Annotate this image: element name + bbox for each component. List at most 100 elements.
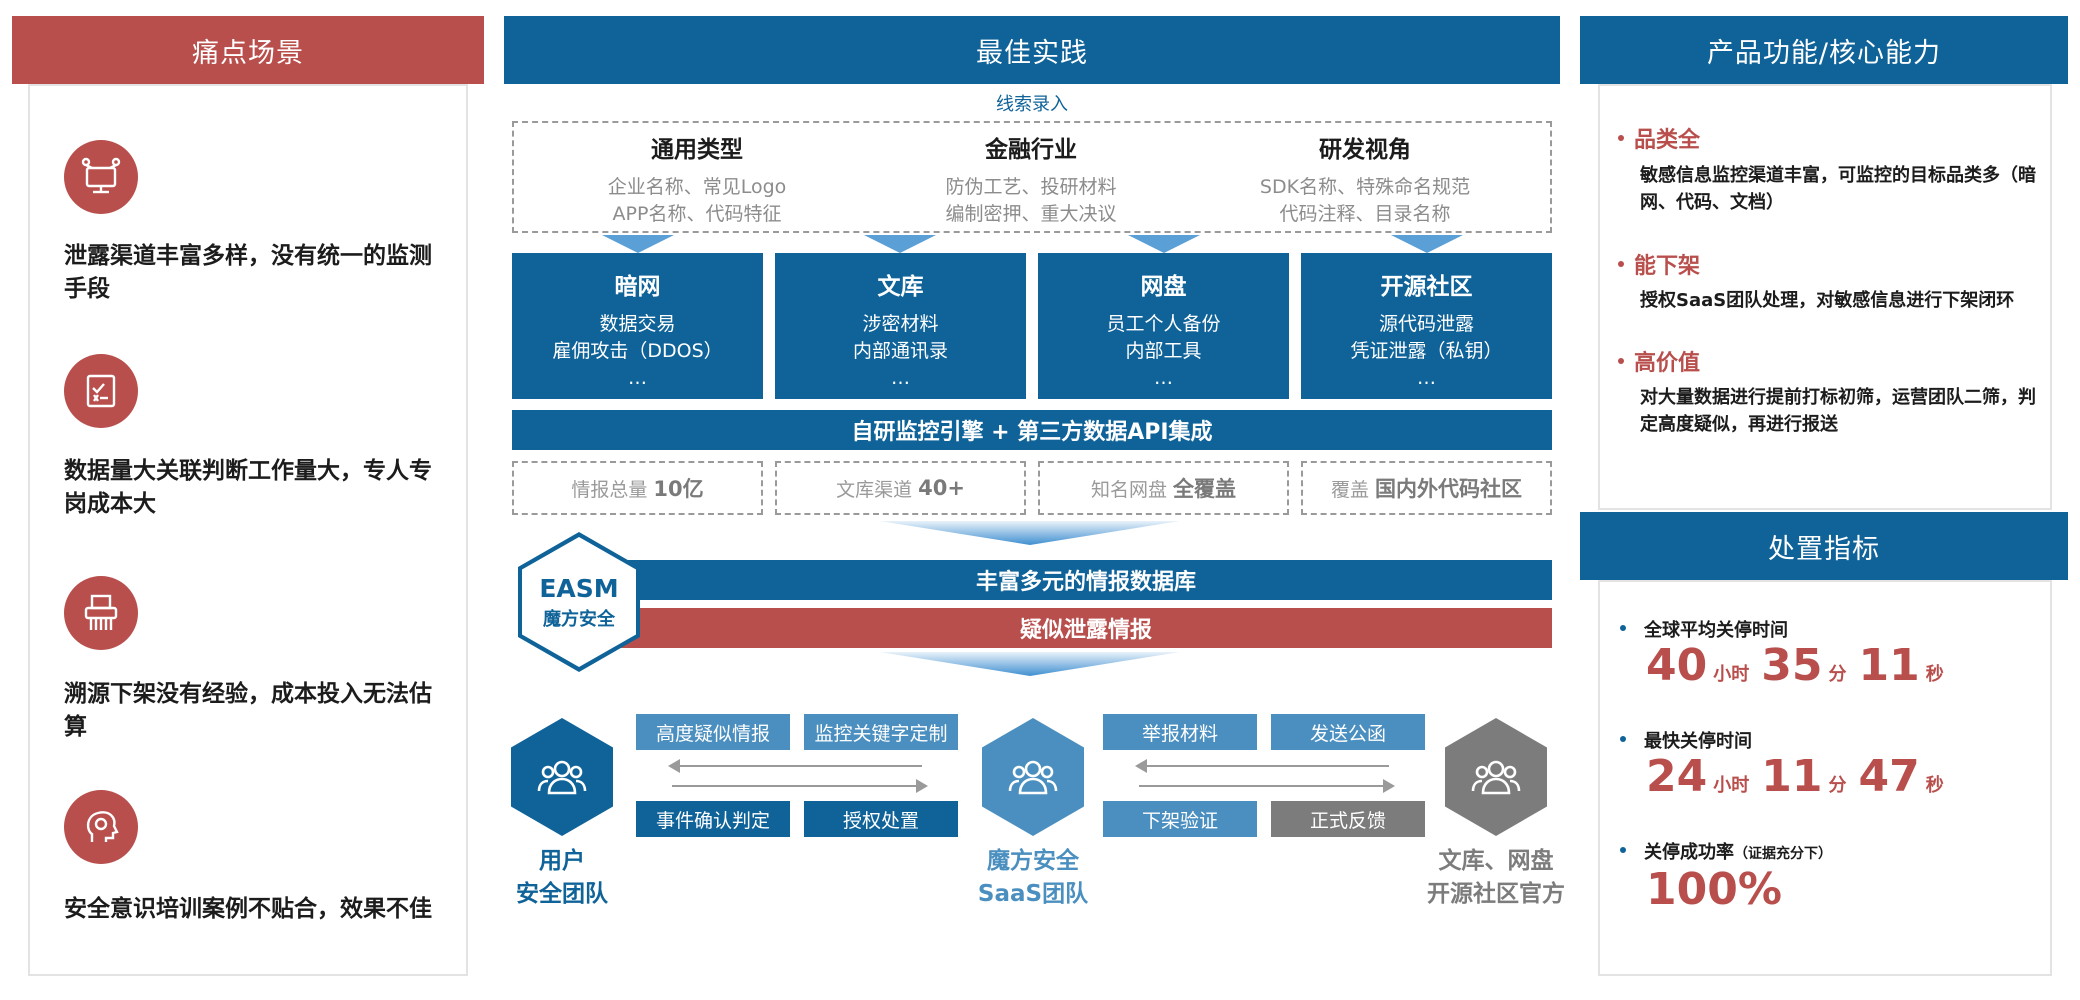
success-rate-value: 100% xyxy=(1646,864,1782,915)
channel-line: 数据交易 xyxy=(599,313,676,335)
arrow-head-left xyxy=(1135,759,1147,773)
channel-line: 内部工具 xyxy=(1125,340,1202,362)
engine-bar: 自研监控引擎 + 第三方数据API集成 xyxy=(512,410,1552,450)
tag-label: 举报材料 xyxy=(1141,722,1218,745)
clue-line: 防伪工艺、投研材料 xyxy=(945,176,1117,198)
tag-report-material: 举报材料 xyxy=(1103,714,1257,750)
fastest-shutdown-label: 最快关停时间 xyxy=(1620,727,1752,753)
stat-label: 覆盖 xyxy=(1330,478,1369,501)
easm-title: EASM xyxy=(539,573,619,603)
success-rate-label: 关停成功率（证据充分下） xyxy=(1620,838,1832,864)
tag-authorize: 授权处置 xyxy=(804,801,958,837)
bullet-dot xyxy=(1620,625,1626,631)
tag-label: 事件确认判定 xyxy=(655,809,770,832)
bullet-dot xyxy=(1618,261,1624,267)
pain-point-text-3: 溯源下架没有经验，成本投入无法估算 xyxy=(64,681,432,740)
clue-general: 通用类型 企业名称、常见Logo APP名称、代码特征 xyxy=(532,130,862,228)
official-label: 文库、网盘 开源社区官方 xyxy=(1406,845,1586,911)
bullet-dot xyxy=(1618,358,1624,364)
easm-badge-inner: EASM 魔方安全 xyxy=(522,537,636,667)
arrow-head-left xyxy=(668,759,680,773)
features-title: 产品功能/核心能力 xyxy=(1706,37,1942,69)
tag-event-confirm: 事件确认判定 xyxy=(636,801,790,837)
fastest-shutdown-label-text: 最快关停时间 xyxy=(1644,731,1752,752)
clue-finance: 金融行业 防伪工艺、投研材料 编制密押、重大决议 xyxy=(866,130,1196,228)
success-rate-label-text: 关停成功率 xyxy=(1644,842,1734,863)
flow-arrow-left xyxy=(1145,765,1389,767)
tag-label: 授权处置 xyxy=(842,809,919,832)
channel-line: 员工个人备份 xyxy=(1106,313,1221,335)
engine-bar-label: 自研监控引擎 + 第三方数据API集成 xyxy=(851,420,1213,445)
pain-point-text-1: 泄露渠道丰富多样，没有统一的监测手段 xyxy=(64,243,432,302)
channel-line: … xyxy=(891,367,910,389)
arrow-head-right xyxy=(916,779,928,793)
arrow-head-right xyxy=(1383,779,1395,793)
channel-netdisk: 网盘 员工个人备份 内部工具 … xyxy=(1038,253,1289,399)
clue-title: 研发视角 xyxy=(1319,137,1411,163)
down-arrow xyxy=(1128,235,1200,253)
feature-desc-3: 对大量数据进行提前打标初筛，运营团队二筛，判定高度疑似，再进行报送 xyxy=(1640,387,2036,435)
avg-shutdown-label-text: 全球平均关停时间 xyxy=(1644,620,1788,641)
tag-takedown-verify: 下架验证 xyxy=(1103,801,1257,837)
party-line: 魔方安全 xyxy=(987,848,1079,874)
tag-label: 高度疑似情报 xyxy=(655,722,770,745)
stat-value: 全覆盖 xyxy=(1173,477,1236,501)
channel-line: … xyxy=(1154,367,1173,389)
minutes-unit: 分 xyxy=(1828,664,1847,685)
bullet-dot xyxy=(1620,847,1626,853)
party-line: 文库、网盘 xyxy=(1438,848,1554,874)
pain-points-header: 痛点场景 xyxy=(12,16,484,84)
official-hex xyxy=(1445,718,1547,836)
user-team-label: 用户 安全团队 xyxy=(482,845,642,911)
easm-badge: EASM 魔方安全 xyxy=(518,532,640,672)
stat-coverage: 覆盖国内外代码社区 xyxy=(1301,461,1552,515)
metrics-title: 处置指标 xyxy=(1768,533,1880,565)
funnel-arrow xyxy=(880,652,1180,676)
clue-input-label: 线索录入 xyxy=(996,94,1068,115)
down-arrow xyxy=(602,235,674,253)
channel-title: 网盘 xyxy=(1140,274,1187,300)
saas-team-label: 魔方安全 SaaS团队 xyxy=(953,845,1113,911)
stat-value: 10亿 xyxy=(653,477,704,501)
tag-label: 正式反馈 xyxy=(1309,809,1386,832)
checklist-document-icon xyxy=(64,354,138,428)
clue-rd: 研发视角 SDK名称、特殊命名规范 代码注释、目录名称 xyxy=(1200,130,1530,228)
feature-title-3: 高价值 xyxy=(1618,345,1700,377)
clue-line: 代码注释、目录名称 xyxy=(1279,203,1451,225)
bullet-dot xyxy=(1620,736,1626,742)
channel-line: 涉密材料 xyxy=(862,313,939,335)
channel-title: 文库 xyxy=(877,274,924,300)
best-practice-header: 最佳实践 xyxy=(504,16,1560,84)
channel-line: 源代码泄露 xyxy=(1378,313,1474,335)
minutes-unit: 分 xyxy=(1828,775,1847,796)
feature-title-text: 品类全 xyxy=(1634,128,1701,153)
channel-darkweb: 暗网 数据交易 雇佣攻击（DDOS） … xyxy=(512,253,763,399)
down-arrow xyxy=(864,235,936,253)
avg-shutdown-label: 全球平均关停时间 xyxy=(1620,616,1788,642)
stat-value: 40+ xyxy=(918,476,965,500)
features-header: 产品功能/核心能力 xyxy=(1580,16,2068,84)
channel-line: 凭证泄露（私钥） xyxy=(1350,340,1503,362)
feature-title-1: 品类全 xyxy=(1618,122,1700,154)
feature-title-text: 高价值 xyxy=(1634,351,1701,376)
party-line: 用户 xyxy=(539,848,585,874)
intel-database-bar: 丰富多元的情报数据库 xyxy=(620,560,1552,600)
hours-unit: 小时 xyxy=(1713,664,1750,685)
seconds-unit: 秒 xyxy=(1925,775,1944,796)
stat-value: 国内外代码社区 xyxy=(1375,477,1522,501)
seconds-value: 47 xyxy=(1858,751,1920,802)
suspected-leak-label: 疑似泄露情报 xyxy=(1019,618,1152,643)
stat-label: 文库渠道 xyxy=(836,478,913,501)
funnel-arrow xyxy=(880,521,1180,545)
channel-library: 文库 涉密材料 内部通讯录 … xyxy=(775,253,1026,399)
features-panel xyxy=(1598,84,2052,510)
seconds-value: 11 xyxy=(1858,640,1920,691)
users-icon xyxy=(1471,760,1521,795)
party-line: SaaS团队 xyxy=(977,881,1089,907)
users-icon xyxy=(537,760,587,795)
tag-formal-feedback: 正式反馈 xyxy=(1271,801,1425,837)
clue-line: 企业名称、常见Logo xyxy=(607,176,787,198)
channel-line: 内部通讯录 xyxy=(852,340,948,362)
